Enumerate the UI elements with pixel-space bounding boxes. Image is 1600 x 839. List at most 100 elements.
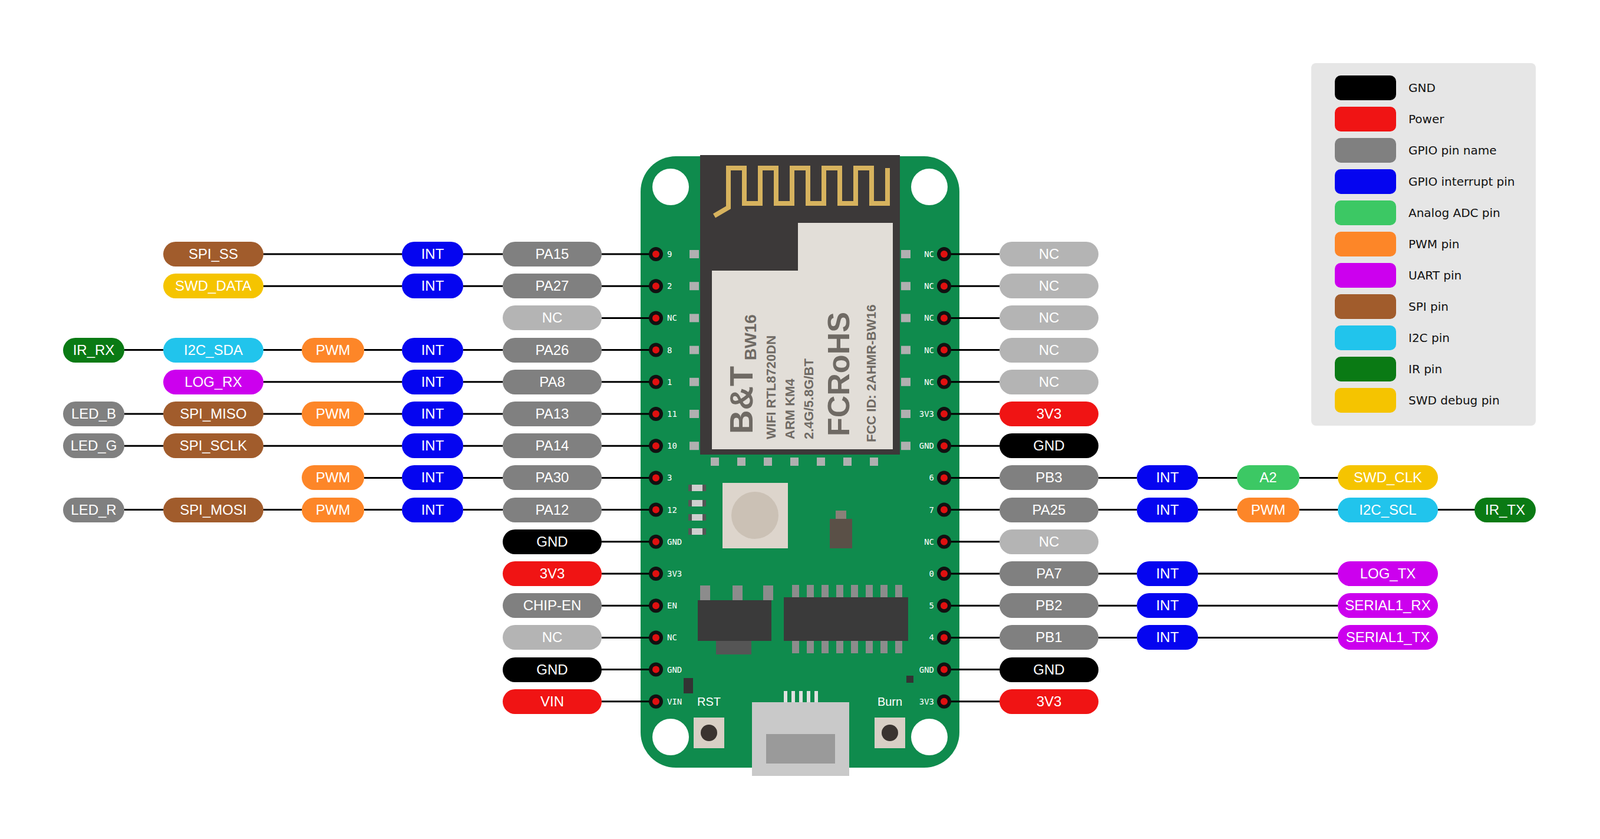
pin-pill: SWD_DATA xyxy=(163,273,264,299)
module-marking: WIFI RTL8720DN xyxy=(763,335,779,440)
pin-wire xyxy=(124,413,164,415)
pin-pill: PA7 xyxy=(999,561,1099,586)
pin-name: LOG_RX xyxy=(184,373,242,391)
pin-wire xyxy=(1098,572,1137,575)
pin-name: LED_R xyxy=(70,501,117,519)
pin-hole xyxy=(648,310,663,325)
pin-pill: GND xyxy=(999,433,1099,458)
pin-leader xyxy=(944,444,1000,447)
button-label: Burn xyxy=(877,694,903,709)
small-component xyxy=(683,677,694,694)
pin-pill: CHIP-EN xyxy=(502,592,602,618)
resistor-end xyxy=(702,499,707,507)
pin-name: INT xyxy=(421,341,445,359)
pin-pill: INT xyxy=(401,241,464,267)
mount-hole xyxy=(911,168,948,206)
burn-button xyxy=(874,717,906,748)
pin-wire xyxy=(1098,636,1137,639)
pin-pill: PWM xyxy=(301,401,365,427)
pin-leader xyxy=(944,668,1000,671)
pin-wire xyxy=(463,476,503,479)
pin-name: NC xyxy=(1038,533,1060,550)
mount-hole xyxy=(911,718,948,755)
pin-name: PWM xyxy=(315,341,351,359)
pin-dot xyxy=(652,250,660,258)
module-pad xyxy=(901,249,911,259)
pin-wire xyxy=(463,253,503,256)
pin-dot xyxy=(940,282,948,290)
pin-name: INT xyxy=(421,501,445,519)
pin-name: PA15 xyxy=(535,245,570,263)
legend-text: Power xyxy=(1408,111,1444,127)
pin-pill: PA15 xyxy=(502,241,602,267)
pin-name: GND xyxy=(1033,661,1065,678)
resistor-end xyxy=(702,528,707,535)
pin-number: 3 xyxy=(667,472,672,483)
pin-pill: PB2 xyxy=(999,592,1099,618)
pin-number: NC xyxy=(924,312,935,323)
pin-leader xyxy=(944,604,1000,607)
legend-text: I2C pin xyxy=(1408,330,1450,345)
legend-swatch xyxy=(1334,231,1397,257)
pin-name: SERIAL1_RX xyxy=(1344,596,1431,614)
pin-name: 3V3 xyxy=(1036,405,1062,422)
usb-opening xyxy=(766,733,836,764)
pin-name: I2C_SDA xyxy=(183,341,243,359)
pin-name: PB2 xyxy=(1035,596,1062,614)
pin-leader xyxy=(601,317,656,319)
pin-name: INT xyxy=(421,245,445,263)
pin-dot xyxy=(940,633,948,641)
pin-dot xyxy=(652,314,660,322)
pin-dot xyxy=(940,250,948,258)
resistor-end xyxy=(688,513,692,521)
module-marking: B&T xyxy=(722,365,761,434)
mount-hole xyxy=(652,718,689,755)
legend-swatch xyxy=(1334,325,1397,351)
pin-pill: IR_RX xyxy=(63,337,125,363)
pin-name: INT xyxy=(421,373,445,391)
pin-pill: SPI_SS xyxy=(163,241,264,267)
pin-name: LED_G xyxy=(70,437,118,454)
pin-wire xyxy=(364,508,402,511)
pin-leader xyxy=(944,285,1000,287)
pin-leader xyxy=(601,508,656,511)
pin-leader xyxy=(601,348,656,351)
pin-wire xyxy=(364,348,402,351)
pin-name: PA14 xyxy=(535,437,570,454)
pin-dot xyxy=(652,346,660,354)
pin-name: A2 xyxy=(1259,469,1277,486)
pin-hole xyxy=(937,534,952,549)
module-pad xyxy=(710,457,719,466)
small-component xyxy=(829,518,853,549)
pin-hole xyxy=(648,438,663,453)
pin-name: SPI_SS xyxy=(188,245,239,263)
pin-hole xyxy=(937,629,952,645)
pin-name: NC xyxy=(1038,277,1060,295)
pin-name: INT xyxy=(421,277,445,295)
pin-number: GND xyxy=(919,440,935,451)
pin-name: NC xyxy=(1038,245,1060,263)
pin-wire xyxy=(463,285,503,287)
pin-pill: LED_B xyxy=(63,401,125,427)
module-pad xyxy=(763,457,773,466)
pin-pill: PB3 xyxy=(999,464,1099,490)
pin-pill: INT xyxy=(1136,497,1199,523)
pin-number: 6 xyxy=(929,472,935,483)
pin-dot xyxy=(940,569,948,577)
pin-leader xyxy=(601,540,656,543)
ic-pin xyxy=(821,584,829,597)
pin-pill: NC xyxy=(999,529,1099,554)
pin-number: VIN xyxy=(667,695,682,707)
pin-name: PA27 xyxy=(535,277,570,295)
module-pad xyxy=(901,313,911,322)
pin-wire xyxy=(463,444,503,447)
mount-hole xyxy=(652,168,689,206)
resistor-end xyxy=(702,484,707,491)
pin-number: NC xyxy=(924,536,935,547)
pin-number: 2 xyxy=(667,280,672,292)
pin-wire xyxy=(463,413,503,415)
pin-wire xyxy=(1299,476,1338,479)
pin-hole xyxy=(937,598,952,613)
pin-leader xyxy=(944,636,1000,639)
